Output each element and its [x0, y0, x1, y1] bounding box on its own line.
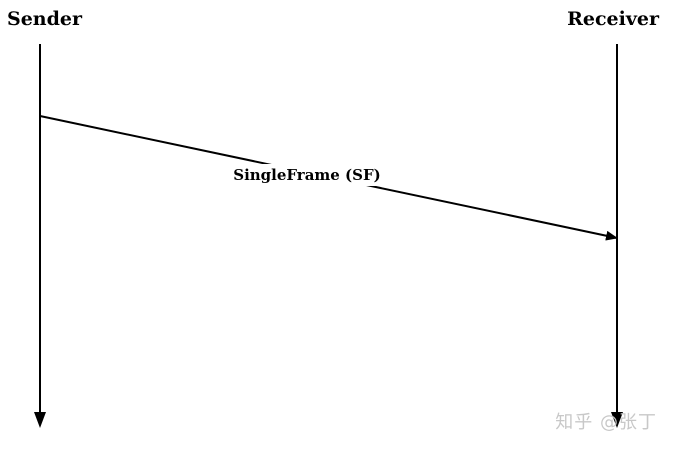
receiver-lifeline-label: Receiver: [567, 8, 659, 30]
receiver-lifeline-arrow: [611, 412, 623, 428]
sender-lifeline-arrow: [34, 412, 46, 428]
sender-lifeline-label: Sender: [7, 8, 83, 30]
message-label-singleframe: SingleFrame (SF): [227, 164, 387, 186]
watermark-text: 知乎 @张丁: [555, 412, 657, 433]
